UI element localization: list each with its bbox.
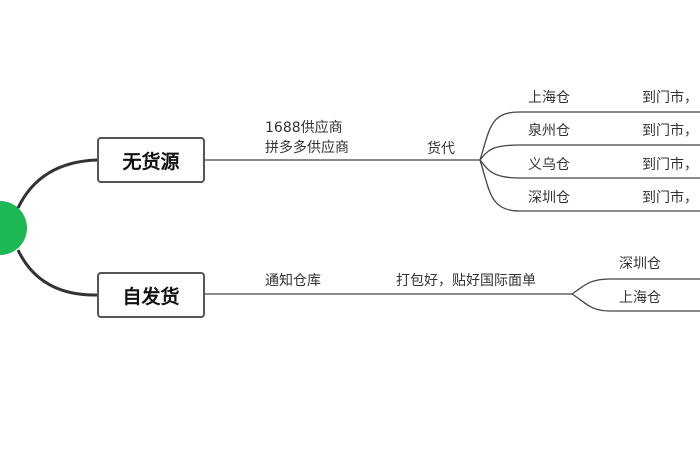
branch-node-no-stock: 无货源 bbox=[97, 137, 205, 183]
fan-2-shenzhen bbox=[571, 278, 700, 295]
warehouse-yiwu: 义乌仓 bbox=[528, 157, 570, 173]
supplier-label-pdd: 拼多多供应商 bbox=[265, 140, 349, 156]
connector-root-1 bbox=[16, 158, 98, 209]
notify-warehouse-label: 通知仓库 bbox=[265, 273, 321, 289]
supplier-label-1688: 1688供应商 bbox=[265, 120, 343, 136]
warehouse-shenzhen: 深圳仓 bbox=[528, 190, 570, 206]
warehouse-note: 到门市， bbox=[642, 123, 698, 139]
warehouse-note: 到门市， bbox=[642, 157, 698, 173]
fan-1-yiwu bbox=[479, 159, 700, 179]
fan-1-quanzhou bbox=[479, 144, 700, 161]
fan-2-shanghai bbox=[571, 293, 700, 312]
root-node bbox=[0, 201, 27, 255]
fan-1-shenzhen bbox=[479, 159, 700, 212]
branch-node-self-ship: 自发货 bbox=[97, 272, 205, 318]
warehouse-shanghai: 上海仓 bbox=[528, 90, 570, 106]
warehouse-quanzhou: 泉州仓 bbox=[528, 123, 570, 139]
warehouse-note: 到门市， bbox=[642, 190, 698, 206]
forwarder-label: 货代 bbox=[427, 141, 455, 157]
warehouse-note: 到门市， bbox=[642, 90, 698, 106]
pack-label: 打包好，贴好国际面单 bbox=[396, 273, 536, 289]
warehouse-shanghai-2: 上海仓 bbox=[619, 290, 661, 306]
warehouse-shenzhen-2: 深圳仓 bbox=[619, 256, 661, 272]
fan-1-shanghai bbox=[479, 111, 700, 161]
connector-root-2 bbox=[16, 249, 98, 297]
